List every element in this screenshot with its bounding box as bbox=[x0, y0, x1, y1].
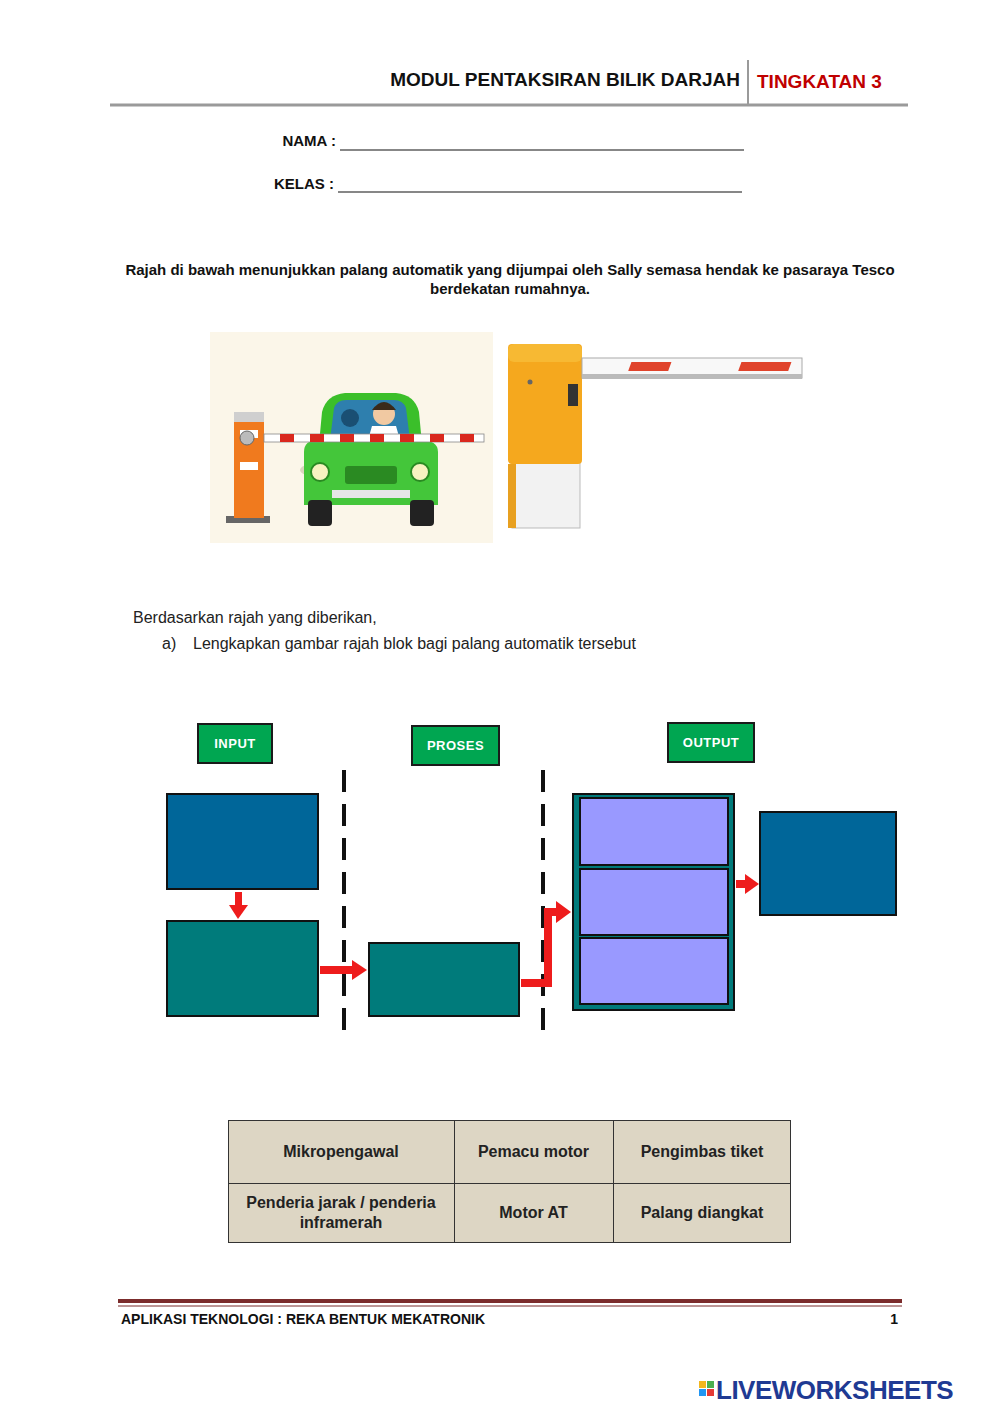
table-cell: Mikropengawal bbox=[230, 1122, 452, 1182]
footer-rule bbox=[118, 1306, 902, 1307]
page-number: 1 bbox=[860, 1311, 898, 1329]
table-cell: Palang diangkat bbox=[615, 1186, 789, 1240]
stage-header-box: OUTPUT bbox=[667, 722, 755, 763]
write-line bbox=[338, 191, 742, 192]
divider-dashed bbox=[342, 770, 346, 1042]
output-group bbox=[573, 794, 734, 1010]
answer-box bbox=[760, 812, 896, 915]
stage-title: OUTPUT bbox=[683, 735, 739, 750]
watermark: LIVEWORKSHEETS bbox=[716, 1374, 996, 1407]
question-number: a) bbox=[162, 634, 186, 654]
write-line bbox=[340, 149, 744, 150]
answer-box bbox=[167, 921, 318, 1016]
block-diagram bbox=[167, 770, 896, 1042]
stage-title: PROSES bbox=[427, 738, 484, 753]
field-label: NAMA : bbox=[230, 132, 336, 151]
instruction-text: Rajah di bawah menunjukkan palang automa… bbox=[110, 261, 910, 299]
answer-box bbox=[167, 794, 318, 889]
table-cell: Motor AT bbox=[456, 1186, 611, 1240]
table-cell: Pemacu motor bbox=[456, 1122, 611, 1182]
stage-header-box: PROSES bbox=[411, 725, 500, 766]
stage-header-box: INPUT bbox=[197, 723, 273, 764]
module-title: MODUL PENTAKSIRAN BILIK DARJAH bbox=[300, 68, 740, 92]
form-level: TINGKATAN 3 bbox=[757, 70, 907, 94]
answer-box bbox=[580, 869, 728, 935]
answer-box bbox=[580, 798, 728, 865]
question-text: Lengkapkan gambar rajah blok bagi palang… bbox=[193, 634, 713, 654]
answer-box bbox=[369, 943, 519, 1016]
field-label: KELAS : bbox=[230, 175, 334, 194]
footer-rule bbox=[118, 1299, 902, 1303]
table-cell-box bbox=[228, 1183, 455, 1243]
answer-box bbox=[580, 938, 728, 1004]
footer-text: APLIKASI TEKNOLOGI : REKA BENTUK MEKATRO… bbox=[121, 1311, 721, 1329]
table-cell: Pengimbas tiket bbox=[615, 1122, 789, 1182]
stage-title: INPUT bbox=[214, 736, 256, 751]
flow-arrows bbox=[229, 874, 759, 987]
table-cell: Penderia jarak / penderia inframerah bbox=[230, 1186, 452, 1240]
liveworksheets-logo bbox=[699, 1381, 714, 1396]
barrier-gate-photo bbox=[508, 344, 802, 528]
divider-dashed bbox=[541, 770, 545, 1042]
header-rule bbox=[110, 104, 908, 107]
header-divider bbox=[747, 60, 749, 104]
question-text: Berdasarkan rajah yang diberikan, bbox=[133, 608, 533, 628]
barrier-car-illustration bbox=[210, 332, 493, 543]
